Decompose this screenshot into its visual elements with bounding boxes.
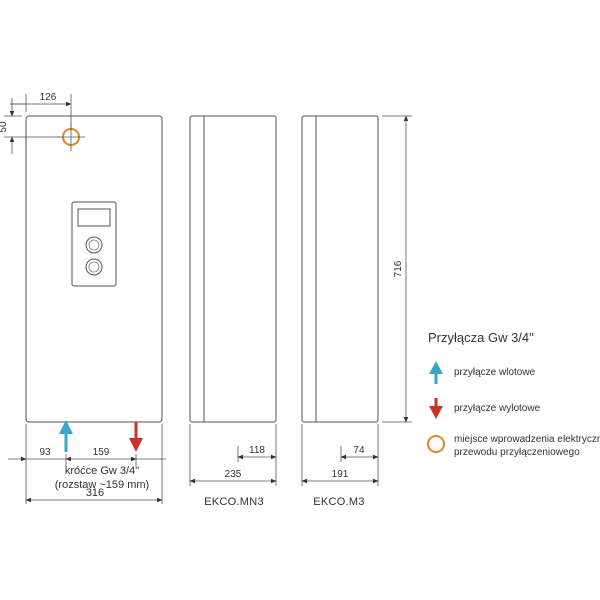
side-view-m3-body	[301, 115, 379, 423]
dim-offset-y-label: 50	[0, 121, 9, 133]
dim-inlet-offset-label: 93	[39, 447, 51, 458]
dim-offset-x-label: 126	[40, 92, 57, 103]
legend-inlet-label: przyłącze wlotowe	[454, 367, 536, 378]
dim-height-label: 716	[393, 260, 404, 277]
dim-offset-y: 50	[0, 98, 60, 154]
legend-inlet-arrow-icon	[429, 361, 443, 384]
legend-title: Przyłącza Gw 3/4"	[428, 330, 534, 345]
pipes-label-line2: (rozstaw ~159 mm)	[55, 479, 149, 491]
dim-mn3-depth-label: 235	[225, 469, 242, 480]
side-view-mn3-body	[189, 115, 277, 423]
legend-electric-label-line2: przewodu przyłączeniowego	[454, 447, 580, 458]
control-knob-top	[85, 236, 103, 254]
dim-height: 716	[382, 115, 412, 423]
legend: Przyłącza Gw 3/4" przyłącze wlotowe przy…	[427, 330, 600, 458]
front-view	[25, 115, 163, 452]
control-knob-top-inner	[88, 239, 100, 251]
side-view-mn3: 118 235 EKCO.MN3	[189, 115, 277, 508]
legend-outlet-label: przyłącze wylotowe	[454, 403, 541, 414]
dim-m3-inner-label: 74	[353, 445, 365, 456]
dim-bottom-front: 93 159 króćce Gw 3/4" (rozstaw ~159 mm) …	[8, 424, 166, 504]
side-view-m3: 74 191 EKCO.M3	[301, 115, 379, 508]
legend-outlet-arrow-icon	[429, 398, 443, 419]
dim-mn3-inner-label: 118	[249, 445, 265, 456]
inlet-arrow	[59, 420, 73, 452]
model-mn3-label: EKCO.MN3	[204, 496, 264, 508]
dim-m3-depth-label: 191	[332, 469, 349, 480]
dim-offset-x: 126	[10, 92, 72, 128]
outlet-arrow	[129, 422, 143, 452]
pipes-label-line1: króćce Gw 3/4"	[65, 465, 139, 477]
model-m3-label: EKCO.M3	[313, 496, 365, 508]
display-screen	[77, 208, 111, 227]
dim-pipe-spacing-label: 159	[93, 447, 110, 458]
control-knob-bottom-inner	[88, 261, 100, 273]
control-knob-bottom	[85, 258, 103, 276]
dim-total-width-label: 316	[86, 487, 104, 499]
legend-electric-label-line1: miejsce wprowadzenia elektrycznego	[454, 434, 600, 445]
legend-electric-circle-icon	[427, 435, 445, 453]
